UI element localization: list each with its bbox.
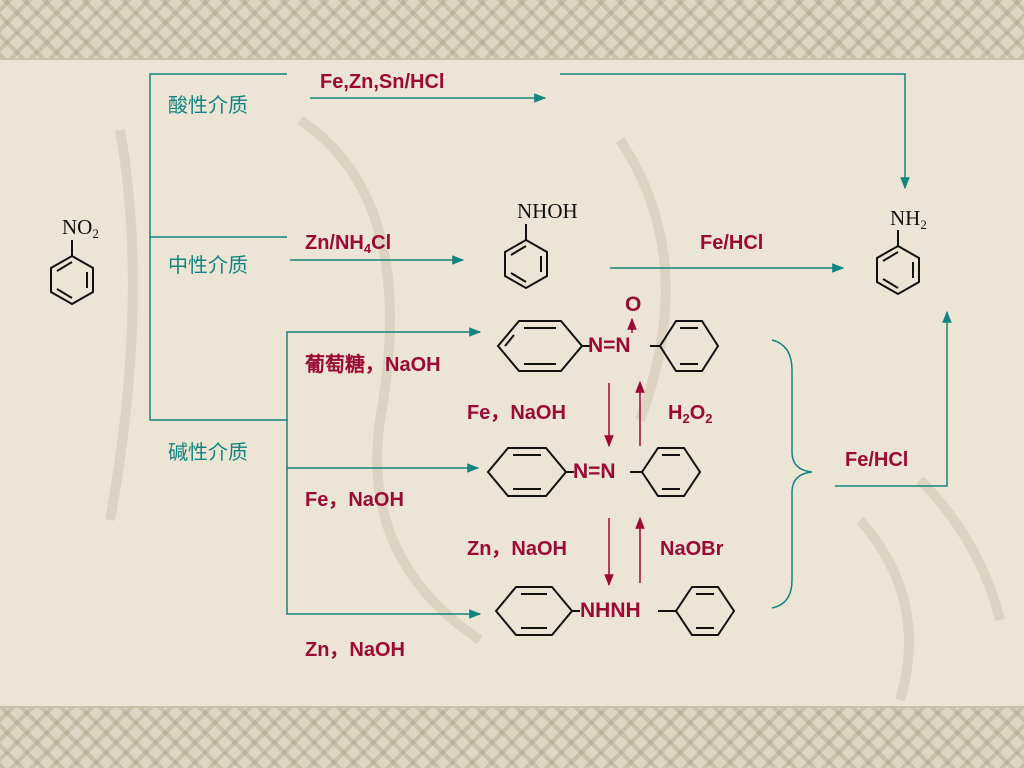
reagent-fe-hcl: Fe/HCl [700, 232, 764, 254]
decorative-border-bottom [0, 706, 1024, 768]
benzene-ring-hydrazo-right [658, 586, 736, 636]
reagent-fe-naoh-left: Fe，NaOH [305, 489, 404, 511]
reagent-zn-naoh-mid: Zn，NaOH [467, 538, 567, 560]
benzene-ring-azoxy-left [496, 320, 590, 372]
formula-amine: NH2 [890, 206, 927, 232]
reagent-zn-naoh-left: Zn，NaOH [305, 639, 405, 661]
label-acidic-medium: 酸性介质 [168, 95, 248, 117]
benzene-ring-azoxy-right [650, 320, 720, 372]
formula-hydrazo: NHNH [580, 599, 641, 622]
benzene-ring-azo-right [630, 447, 702, 497]
arrow-acid-to-amine [560, 73, 910, 190]
label-basic-medium: 碱性介质 [168, 442, 248, 464]
reagent-neutral: Zn/NH4Cl [305, 232, 392, 256]
decorative-border-top [0, 0, 1024, 60]
benzene-ring-hydrazo-left [494, 586, 580, 636]
reagent-h2o2: H2O2 [668, 402, 713, 426]
benzene-ring-azo-left [486, 447, 574, 497]
arrow-fe-hcl-right [835, 310, 952, 487]
reagent-fe-naoh-mid: Fe，NaOH [467, 402, 566, 424]
reagent-fe-hcl-right: Fe/HCl [845, 449, 909, 471]
benzene-ring-nitro [50, 240, 94, 306]
branch-bracket-basic [286, 331, 480, 615]
curly-brace [771, 339, 813, 609]
formula-azo: N=N [573, 460, 616, 483]
branch-bracket-left [149, 73, 287, 421]
benzene-ring-nhoh [504, 224, 548, 290]
formula-azoxy-oxygen: O [625, 293, 642, 316]
label-neutral-medium: 中性介质 [168, 255, 248, 277]
formula-nhoh: NHOH [517, 199, 578, 223]
reagent-naobr: NaOBr [660, 538, 724, 560]
reagent-glucose-naoh: 葡萄糖，NaOH [305, 354, 441, 376]
reagent-acid: Fe,Zn,Sn/HCl [320, 71, 445, 93]
formula-nitro: NO2 [62, 215, 99, 241]
formula-azoxy: N=N [588, 334, 631, 357]
benzene-ring-aniline [876, 230, 920, 296]
